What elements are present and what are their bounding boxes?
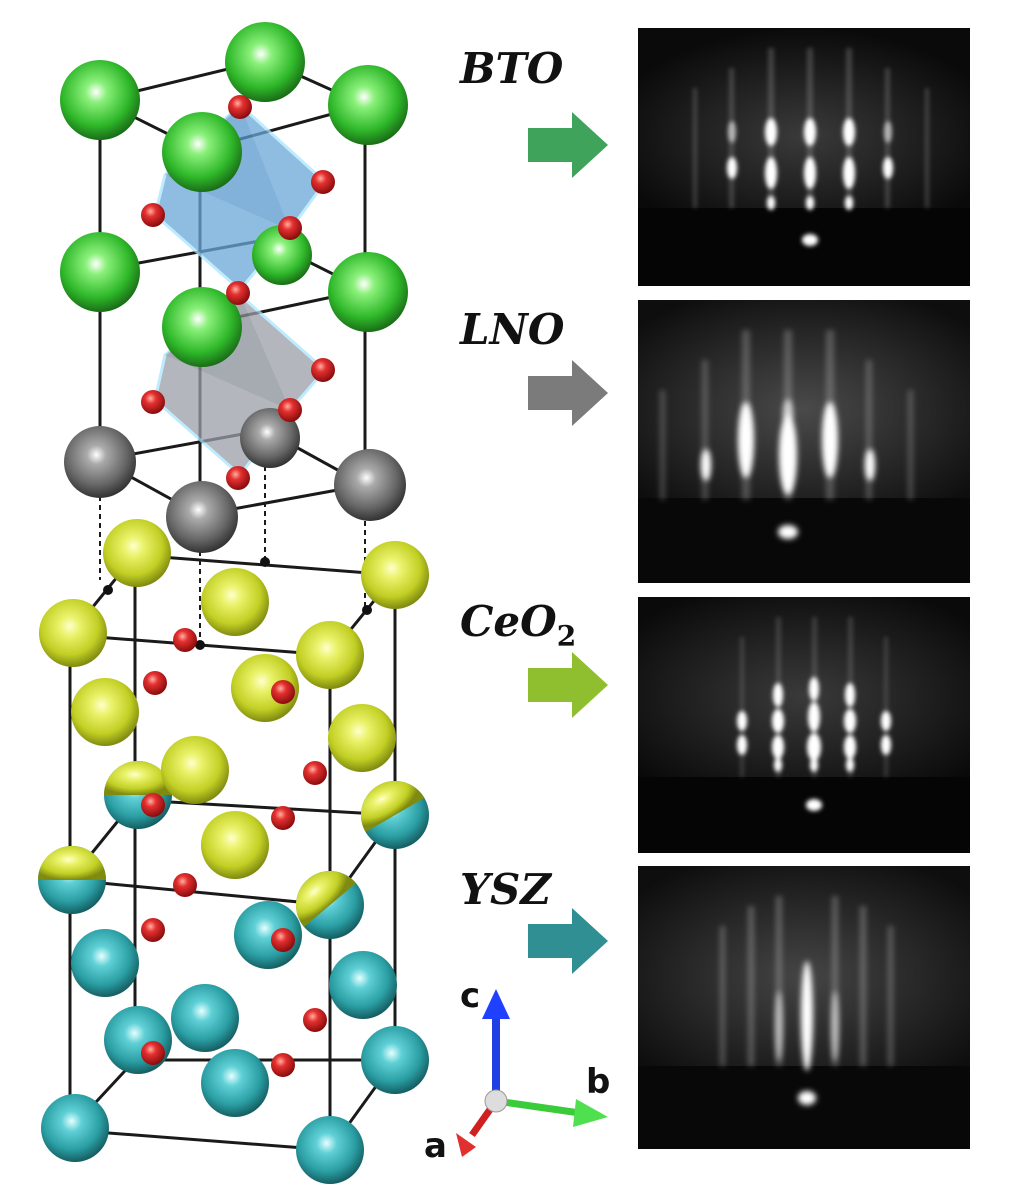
o-atoms: [141, 95, 335, 1077]
rheed-panel-ysz: [638, 866, 970, 1149]
label-ysz: YSZ: [460, 865, 551, 914]
axis-label-c: c: [460, 976, 480, 1016]
ce-atoms: [38, 519, 429, 927]
ni-atoms: [64, 408, 406, 553]
ba-atoms: [60, 22, 408, 367]
rheed-panel-bto: [638, 28, 970, 286]
arrow-bto: [528, 112, 608, 178]
arrow-lno: [528, 360, 608, 426]
label-ceo2: CeO2: [460, 597, 577, 653]
axes-triad: c b a: [424, 976, 610, 1165]
label-bto: BTO: [460, 44, 564, 93]
arrow-ysz: [528, 908, 608, 974]
rheed-panel-ceo2: [638, 597, 970, 853]
axis-label-a: a: [424, 1126, 447, 1165]
rheed-panel-lno: [638, 300, 970, 583]
crystal-structure: [38, 22, 429, 1184]
axis-label-b: b: [586, 1062, 610, 1102]
arrow-ceo2: [528, 652, 608, 718]
label-lno: LNO: [460, 305, 565, 354]
